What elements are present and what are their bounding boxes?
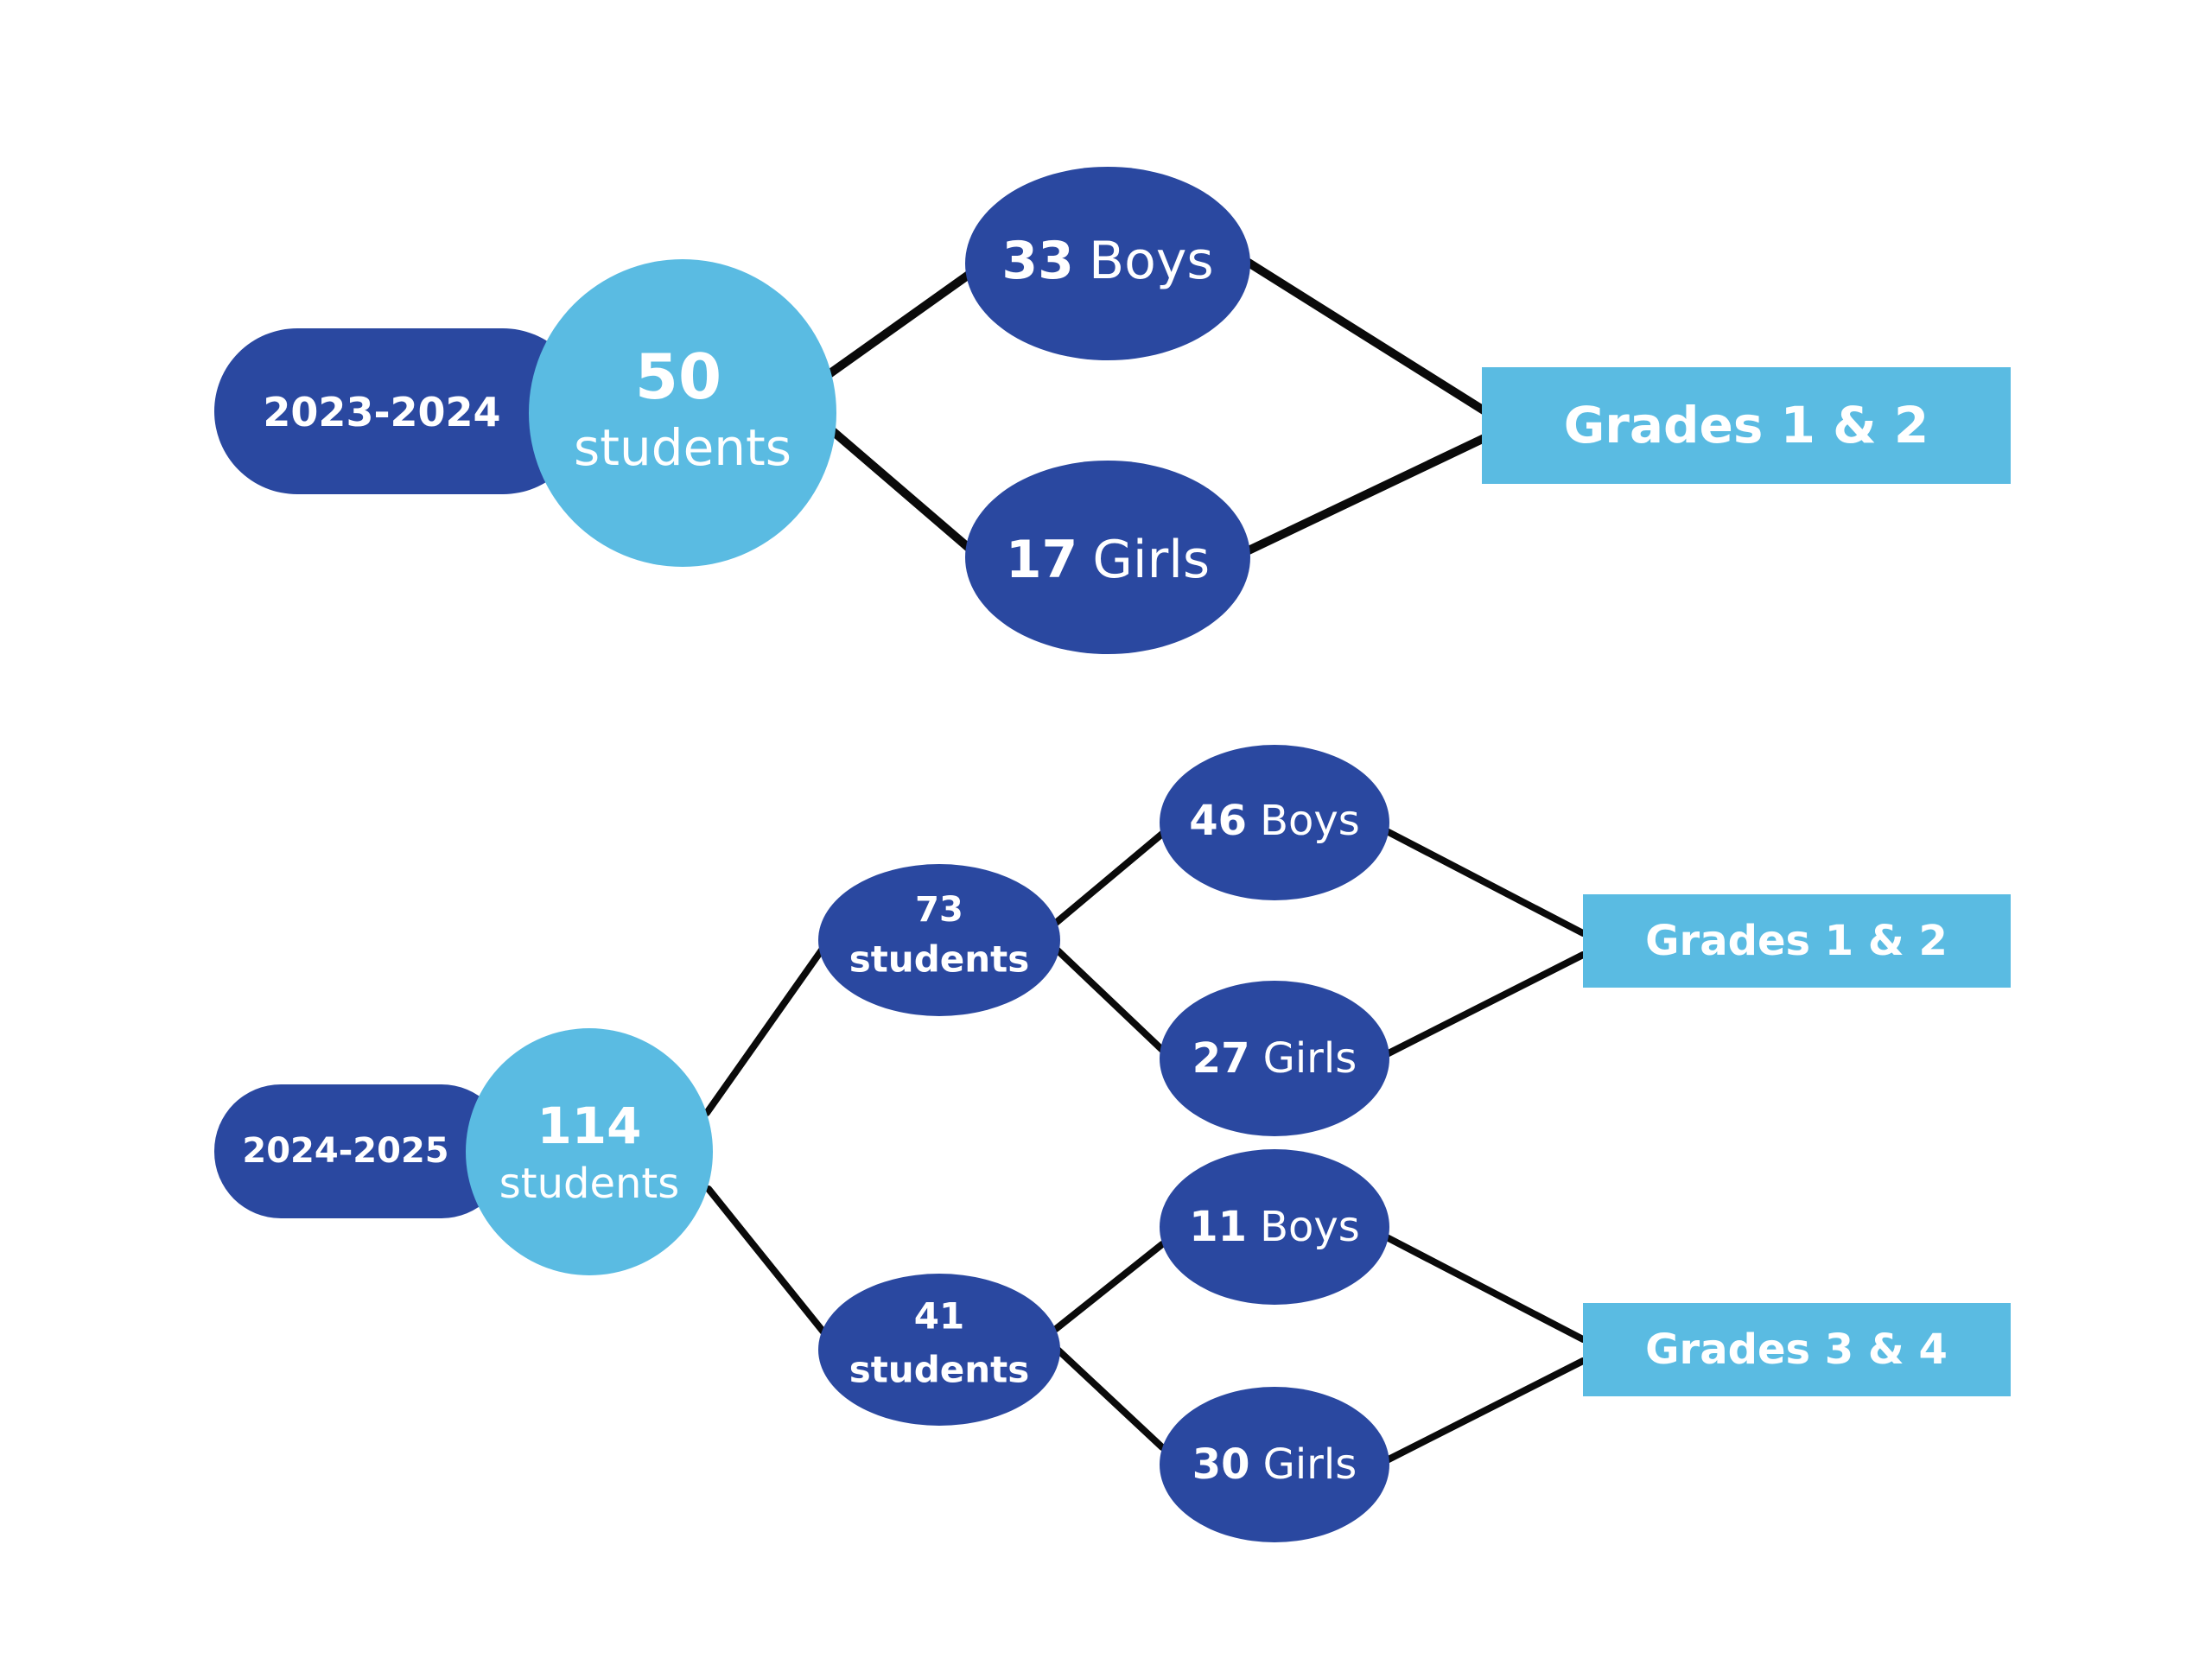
girls-label-group-a: Girls: [1263, 1034, 1357, 1083]
connector-boys-b-to-grades: [1383, 1234, 1586, 1343]
boys-label-group-a: Boys: [1260, 797, 1360, 845]
connector-girls-b-to-grades: [1383, 1357, 1586, 1464]
boys-node-group-a: 46 Boys: [1160, 745, 1389, 900]
grades-box-2023: Grades 1 & 2: [1482, 367, 2011, 484]
year-pill-2024: 2024-2025: [214, 1084, 508, 1218]
group-b-node: 41 students: [818, 1274, 1060, 1426]
svg-text:27 Girls: 27 Girls: [1192, 1034, 1357, 1083]
girls-number-group-a: 27: [1192, 1034, 1250, 1083]
year-label-2024: 2024-2025: [242, 1131, 448, 1171]
total-number-2024: 114: [537, 1096, 641, 1155]
connector-group-a-to-girls: [1052, 945, 1166, 1053]
connector-total-to-group-b: [705, 1185, 829, 1338]
connector-girls-to-grades-2023: [1244, 432, 1492, 555]
girls-label-2023: Girls: [1092, 530, 1210, 590]
group-a-node: 73 students: [818, 864, 1060, 1016]
connector-total-to-girls-2023: [823, 423, 979, 557]
boys-number-group-b: 11: [1189, 1203, 1247, 1251]
boys-number-group-a: 46: [1189, 797, 1247, 845]
group-a-unit: students: [849, 938, 1030, 981]
total-number-2023: 50: [635, 340, 721, 413]
boys-label-group-b: Boys: [1260, 1203, 1360, 1251]
girls-label-group-b: Girls: [1263, 1440, 1357, 1489]
group-b-unit: students: [849, 1349, 1030, 1391]
connector-total-to-boys-2023: [823, 266, 979, 379]
connector-total-to-group-a: [703, 945, 826, 1116]
connector-group-b-to-girls: [1052, 1344, 1166, 1451]
svg-text:11 Boys: 11 Boys: [1189, 1203, 1360, 1251]
girls-node-2023: 17 Girls: [965, 461, 1250, 654]
svg-text:30 Girls: 30 Girls: [1192, 1440, 1357, 1489]
group-a-number: 73: [915, 890, 963, 930]
svg-text:17 Girls: 17 Girls: [1006, 530, 1210, 590]
section-2023-2024: 2023-2024 50 students 33 Boys 17 Girls: [214, 167, 2011, 654]
total-circle-2023: 50 students: [529, 259, 836, 567]
svg-text:46 Boys: 46 Boys: [1189, 797, 1360, 845]
grades-label-group-a: Grades 1 & 2: [1645, 917, 1948, 965]
girls-node-group-b: 30 Girls: [1160, 1387, 1389, 1542]
girls-node-group-a: 27 Girls: [1160, 981, 1389, 1136]
total-circle-2024: 114 students: [466, 1028, 713, 1275]
girls-number-group-b: 30: [1192, 1440, 1250, 1489]
boys-node-2023: 33 Boys: [965, 167, 1250, 360]
grades-label-2023: Grades 1 & 2: [1564, 396, 1929, 454]
section-2024-2025: 2024-2025 114 students 73 students 46 Bo…: [214, 745, 2011, 1542]
girls-number-2023: 17: [1006, 530, 1078, 590]
grades-box-group-a: Grades 1 & 2: [1583, 894, 2011, 988]
total-unit-2023: students: [574, 418, 791, 477]
boys-label-2023: Boys: [1089, 231, 1214, 291]
year-label-2023: 2023-2024: [263, 389, 500, 435]
connector-boys-to-grades-2023: [1244, 258, 1492, 417]
year-pill-2023: 2023-2024: [214, 328, 586, 494]
connectors-2023: [823, 258, 1492, 557]
total-unit-2024: students: [499, 1160, 680, 1208]
connector-group-b-to-boys: [1052, 1241, 1166, 1332]
connector-girls-a-to-grades: [1383, 951, 1586, 1058]
boys-node-group-b: 11 Boys: [1160, 1149, 1389, 1305]
grades-label-group-b: Grades 3 & 4: [1645, 1325, 1948, 1374]
svg-text:33 Boys: 33 Boys: [1001, 231, 1213, 291]
grades-box-group-b: Grades 3 & 4: [1583, 1303, 2011, 1396]
connector-boys-a-to-grades: [1383, 828, 1586, 937]
group-b-number: 41: [914, 1295, 964, 1338]
connectors-2024: [703, 828, 1586, 1464]
connector-group-a-to-boys: [1052, 830, 1166, 926]
boys-number-2023: 33: [1001, 231, 1074, 291]
